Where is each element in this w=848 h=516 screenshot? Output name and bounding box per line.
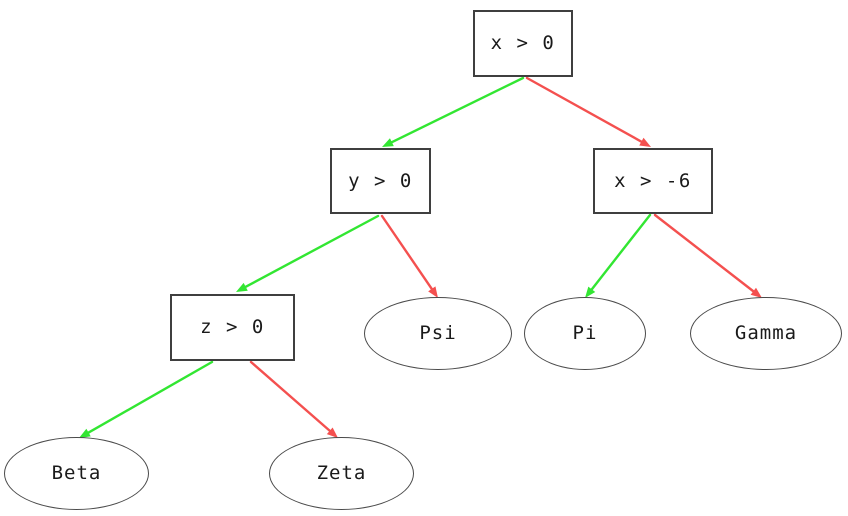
node-label: Psi <box>419 322 457 344</box>
node-label: Pi <box>572 322 598 344</box>
decision-node-y-gt-0[interactable]: y > 0 <box>330 148 431 214</box>
leaf-node-gamma[interactable]: Gamma <box>690 297 842 370</box>
edge-root-to-xm6 <box>525 76 651 147</box>
decision-node-x-gt-neg6[interactable]: x > -6 <box>593 148 713 214</box>
leaf-node-zeta[interactable]: Zeta <box>269 437 414 510</box>
edge-root-to-y0 <box>382 76 525 147</box>
edge-y0-to-psi <box>380 214 438 298</box>
node-label: Zeta <box>316 462 367 484</box>
node-label: z > 0 <box>200 316 265 338</box>
decision-node-root[interactable]: x > 0 <box>473 10 573 77</box>
node-label: x > -6 <box>614 169 692 192</box>
edge-xm6-to-pi <box>585 213 652 298</box>
node-label: y > 0 <box>348 169 413 192</box>
node-label: x > 0 <box>490 32 556 54</box>
node-label: Beta <box>51 462 102 484</box>
leaf-node-beta[interactable]: Beta <box>4 437 149 510</box>
leaf-node-pi[interactable]: Pi <box>524 297 646 370</box>
node-label: Gamma <box>734 322 798 344</box>
edge-y0-to-z0 <box>236 214 380 292</box>
decision-node-z-gt-0[interactable]: z > 0 <box>170 294 295 361</box>
edge-z0-to-zeta <box>249 360 338 438</box>
edge-z0-to-beta <box>79 360 214 438</box>
leaf-node-psi[interactable]: Psi <box>364 297 512 370</box>
edge-xm6-to-gamma <box>653 213 762 298</box>
